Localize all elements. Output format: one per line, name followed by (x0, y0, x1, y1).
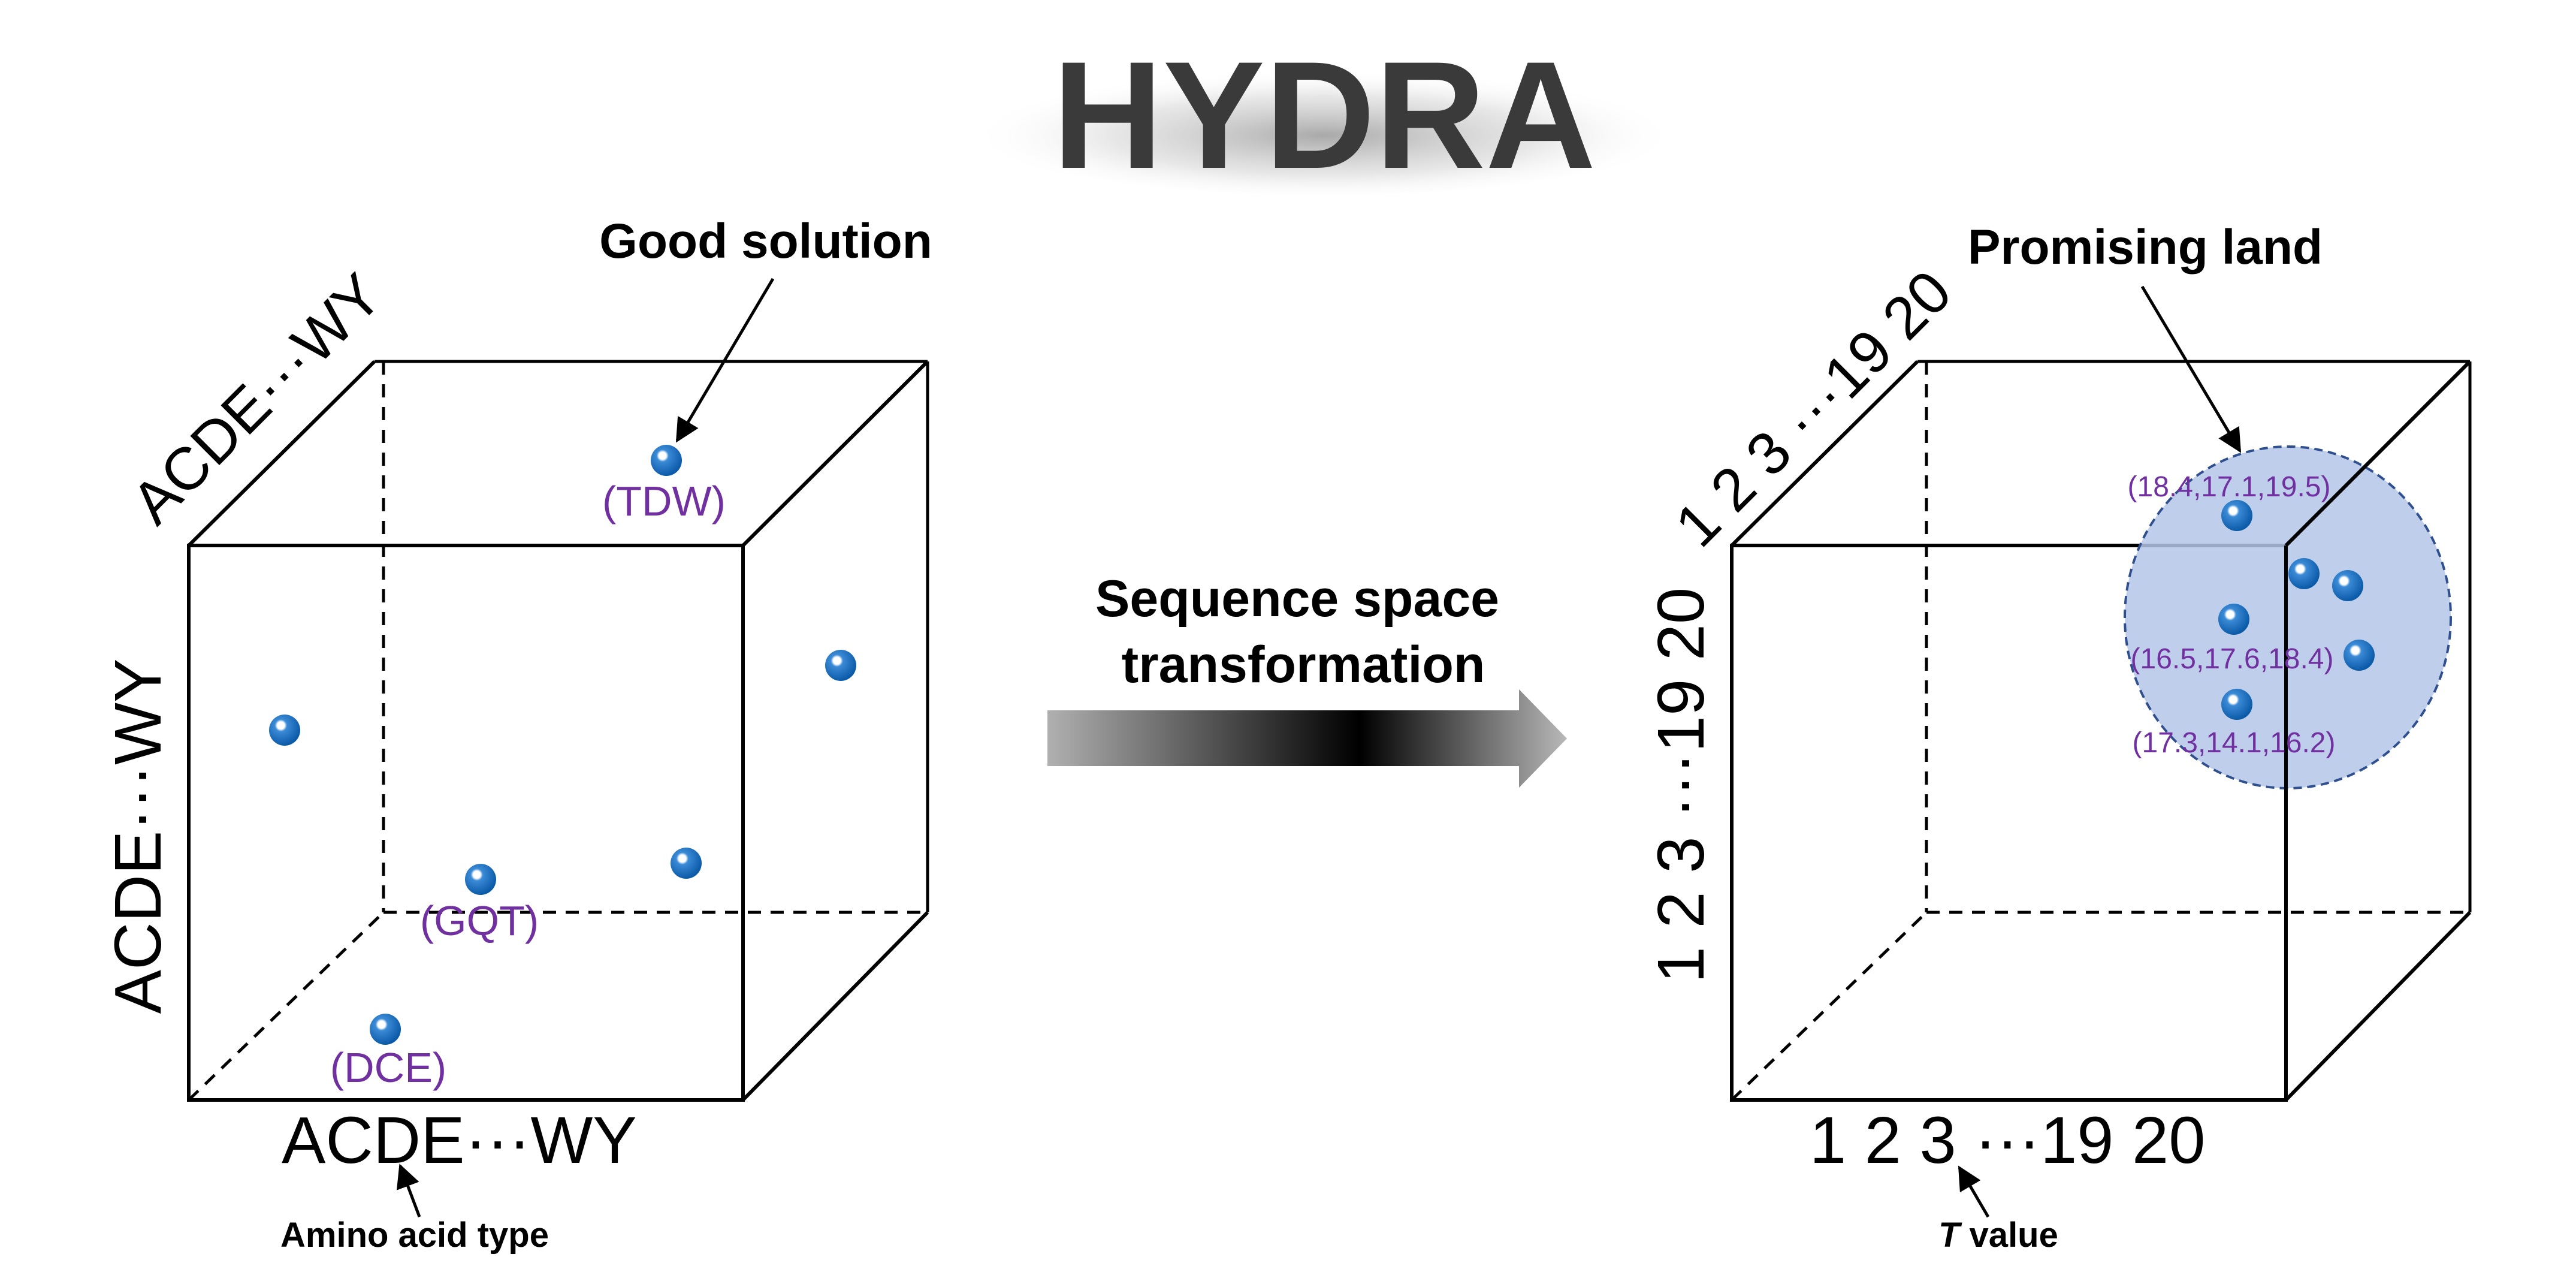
title-shadow (971, 63, 1678, 195)
right-point-label-3: (17.3,14.1,16.2) (2133, 727, 2336, 759)
right-point (2344, 640, 2375, 671)
left-callout-arrow (675, 278, 775, 443)
right-axis-caption-arrow (1958, 1165, 1990, 1218)
left-callout-label: Good solution (599, 214, 932, 269)
right-axis-caption-italic: T (1938, 1216, 1962, 1255)
right-axis-depth-label: 1 2 3 ···19 20 (1662, 258, 1964, 560)
left-point-label-tdw: (TDW) (602, 478, 726, 525)
left-cube-front-face (187, 544, 745, 1102)
right-point (2218, 604, 2249, 635)
right-axis-vertical-label: 1 2 3 ···19 20 (1644, 587, 1718, 983)
right-cube-depth-hidden (1731, 911, 1928, 1101)
left-point-tdw (651, 445, 682, 476)
left-cube-depth-top-left (187, 360, 376, 547)
right-cube-depth-top-left (1730, 360, 1919, 547)
left-point-dce (370, 1014, 401, 1045)
left-axis-caption-arrow (396, 1163, 421, 1217)
right-callout-label: Promising land (1968, 220, 2323, 275)
right-callout-arrow (2140, 285, 2242, 453)
left-axis-horizontal-label: ACDE···WY (282, 1104, 637, 1177)
left-point-label-dce: (DCE) (330, 1044, 446, 1091)
right-point (2288, 558, 2320, 589)
left-points (269, 445, 856, 1045)
transformation-label-line2: transformation (1122, 636, 1485, 694)
right-point-label-2: (16.5,17.6,18.4) (2131, 643, 2334, 675)
right-cube-front-face (1730, 544, 2288, 1102)
right-axis-horizontal-label: 1 2 3 ···19 20 (1810, 1104, 2205, 1177)
right-point (2332, 570, 2363, 601)
right-point-label-1: (18.4,17.1,19.5) (2128, 471, 2331, 503)
transformation-arrow (1047, 689, 1567, 788)
right-cube-depth-bottom-right (2284, 911, 2472, 1102)
left-axis-caption: Amino acid type (280, 1216, 549, 1255)
left-cube-depth-bottom-right (741, 911, 929, 1102)
left-point-label-gqt: (GQT) (420, 897, 539, 944)
left-point (671, 848, 702, 879)
transformation-label-line1: Sequence space (1095, 570, 1499, 628)
right-cube (1730, 360, 2472, 1102)
left-axis-vertical-label: ACDE···WY (101, 659, 175, 1014)
right-point (2221, 689, 2252, 720)
right-point (2221, 500, 2252, 531)
right-cube-depth-over-region (2284, 360, 2472, 547)
left-axis-depth-label: ACDE···WY (119, 261, 394, 536)
left-point-gqt (465, 864, 496, 895)
left-point (269, 715, 300, 746)
page-title: HYDRA (1053, 30, 1596, 201)
title-group: HYDRA (971, 30, 1678, 201)
left-cube (187, 360, 929, 1102)
right-axis-caption: T value (1938, 1216, 2058, 1255)
right-axis-caption-rest: value (1959, 1216, 2058, 1255)
left-point (825, 650, 856, 681)
left-cube-depth-top-right (741, 360, 929, 547)
right-points (2218, 500, 2375, 720)
